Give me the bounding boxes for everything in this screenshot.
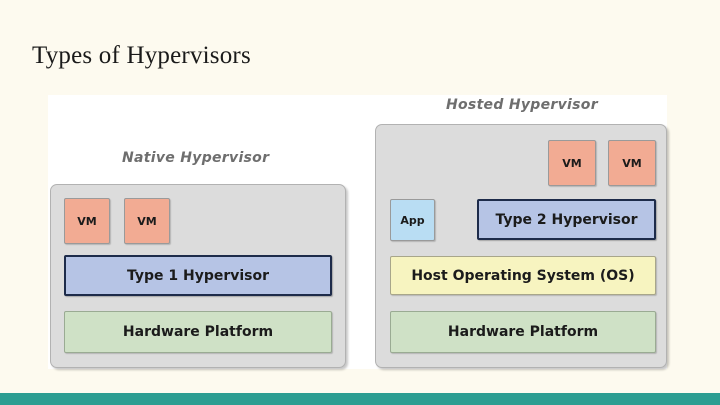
block-hosted-vm-1: VM bbox=[548, 140, 596, 186]
bottom-accent-bar bbox=[0, 393, 720, 405]
panel-title-hosted-hypervisor: Hosted Hypervisor bbox=[446, 97, 598, 113]
panel-title-native-hypervisor: Native Hypervisor bbox=[122, 150, 270, 166]
block-hosted-vm-2: VM bbox=[608, 140, 656, 186]
block-type-2-hypervisor: Type 2 Hypervisor bbox=[477, 199, 656, 240]
block-native-hardware-platform: Hardware Platform bbox=[64, 311, 332, 353]
page-title: Types of Hypervisors bbox=[32, 42, 251, 69]
block-type-1-hypervisor: Type 1 Hypervisor bbox=[64, 255, 332, 296]
block-hosted-app: App bbox=[390, 199, 435, 241]
block-host-operating-system: Host Operating System (OS) bbox=[390, 256, 656, 295]
block-hosted-hardware-platform: Hardware Platform bbox=[390, 311, 656, 353]
block-native-vm-2: VM bbox=[124, 198, 170, 244]
block-native-vm-1: VM bbox=[64, 198, 110, 244]
